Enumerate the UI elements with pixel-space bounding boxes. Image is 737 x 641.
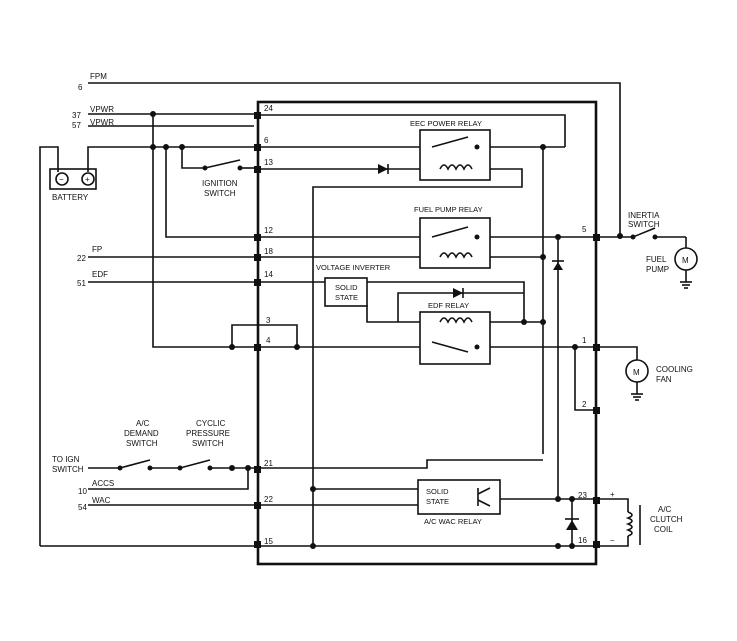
voltage-inverter: VOLTAGE INVERTER SOLID STATE (316, 263, 391, 307)
eec-power-relay: EEC POWER RELAY (378, 119, 491, 181)
to-ign-label-1: TO IGN (52, 455, 80, 464)
fp-label: FP (92, 245, 102, 254)
accs-label: ACCS (92, 479, 114, 488)
pin-3: 3 (266, 316, 271, 325)
ac-clutch-label-3: COIL (654, 525, 673, 534)
battery-body (49, 168, 97, 190)
ignition-switch-label-2: SWITCH (204, 189, 236, 198)
pin-18: 18 (264, 247, 273, 256)
accs-circuit: 10 (78, 487, 87, 496)
right-external (600, 227, 692, 547)
ignition-switch-label-1: IGNITION (202, 179, 238, 188)
pin-14: 14 (264, 270, 273, 279)
edf-relay-label: EDF RELAY (428, 301, 469, 310)
fuel-pump-relay-label: FUEL PUMP RELAY (414, 205, 483, 214)
ac-demand-label-2: DEMAND (124, 429, 159, 438)
cyclic-label-1: CYCLIC (196, 419, 226, 428)
cooling-fan-label-2: FAN (656, 375, 672, 384)
fuel-pump-relay: FUEL PUMP RELAY (414, 205, 491, 269)
pin-23: 23 (578, 491, 587, 500)
ac-demand-label-3: SWITCH (126, 439, 158, 448)
inertia-switch-label-1: INERTIA (628, 211, 660, 220)
pin-2: 2 (582, 400, 587, 409)
pin-13: 13 (264, 158, 273, 167)
eec-power-relay-label: EEC POWER RELAY (410, 119, 482, 128)
fuel-pump-label-1: FUEL (646, 255, 667, 264)
pin-22: 22 (264, 495, 273, 504)
battery: − + BATTERY (49, 168, 97, 202)
ac-clutch-label-2: CLUTCH (650, 515, 683, 524)
fuel-pump-motor-icon: M (682, 256, 689, 265)
junction-dots (150, 111, 623, 549)
pin-24: 24 (264, 104, 273, 113)
vpwr1-label: VPWR (90, 105, 114, 114)
ac-wac-state: STATE (426, 497, 449, 506)
external-wiring (39, 82, 621, 547)
clutch-minus-icon: − (610, 536, 615, 545)
ac-clutch-label-1: A/C (658, 505, 672, 514)
cyclic-label-2: PRESSURE (186, 429, 230, 438)
pin-4: 4 (266, 336, 271, 345)
battery-minus-icon: − (59, 175, 64, 184)
vpwr2-circuit: 57 (72, 121, 81, 130)
cooling-fan-motor-icon: M (633, 368, 640, 377)
ac-clutch-coil: + − (610, 490, 641, 545)
pin-16: 16 (578, 536, 587, 545)
pin-5: 5 (582, 225, 587, 234)
edf-relay: EDF RELAY (419, 301, 491, 365)
inertia-switch-label-2: SWITCH (628, 220, 660, 229)
pin-21: 21 (264, 459, 273, 468)
battery-label: BATTERY (52, 193, 89, 202)
pin-12: 12 (264, 226, 273, 235)
fuel-pump-motor: M (674, 247, 698, 271)
vpwr2-label: VPWR (90, 118, 114, 127)
edf-circuit: 51 (77, 279, 86, 288)
vpwr1-circuit: 37 (72, 111, 81, 120)
pin-6: 6 (264, 136, 269, 145)
module-pin-labels: 24 6 13 12 18 14 3 4 21 22 15 5 1 2 23 1… (264, 104, 587, 546)
cooling-fan-motor: M (625, 359, 649, 383)
ac-wac-solid: SOLID (426, 487, 449, 496)
wac-label: WAC (92, 496, 111, 505)
fp-circuit: 22 (77, 254, 86, 263)
pin-15: 15 (264, 537, 273, 546)
voltage-inverter-state: STATE (335, 293, 358, 302)
fpm-label: FPM (90, 72, 107, 81)
edf-label: EDF (92, 270, 108, 279)
voltage-inverter-solid: SOLID (335, 283, 358, 292)
wac-circuit: 54 (78, 503, 87, 512)
harness-labels: FPM 6 37 VPWR 57 VPWR FP 22 EDF 51 ACCS … (72, 72, 114, 512)
ac-demand-label-1: A/C (136, 419, 150, 428)
fuel-pump-label-2: PUMP (646, 265, 669, 274)
battery-plus-icon: + (85, 175, 90, 184)
to-ign-label-2: SWITCH (52, 465, 84, 474)
ac-wac-relay-label: A/C WAC RELAY (424, 517, 482, 526)
voltage-inverter-label: VOLTAGE INVERTER (316, 263, 391, 272)
module-terminals (254, 112, 600, 548)
cyclic-label-3: SWITCH (192, 439, 224, 448)
pin-1: 1 (582, 336, 587, 345)
clutch-plus-icon: + (610, 490, 615, 499)
control-module-box (256, 100, 598, 566)
ac-wac-relay: SOLID STATE A/C WAC RELAY (417, 479, 501, 526)
internal-wiring (231, 114, 596, 547)
fpm-circuit: 6 (78, 83, 83, 92)
cooling-fan-label-1: COOLING (656, 365, 693, 374)
